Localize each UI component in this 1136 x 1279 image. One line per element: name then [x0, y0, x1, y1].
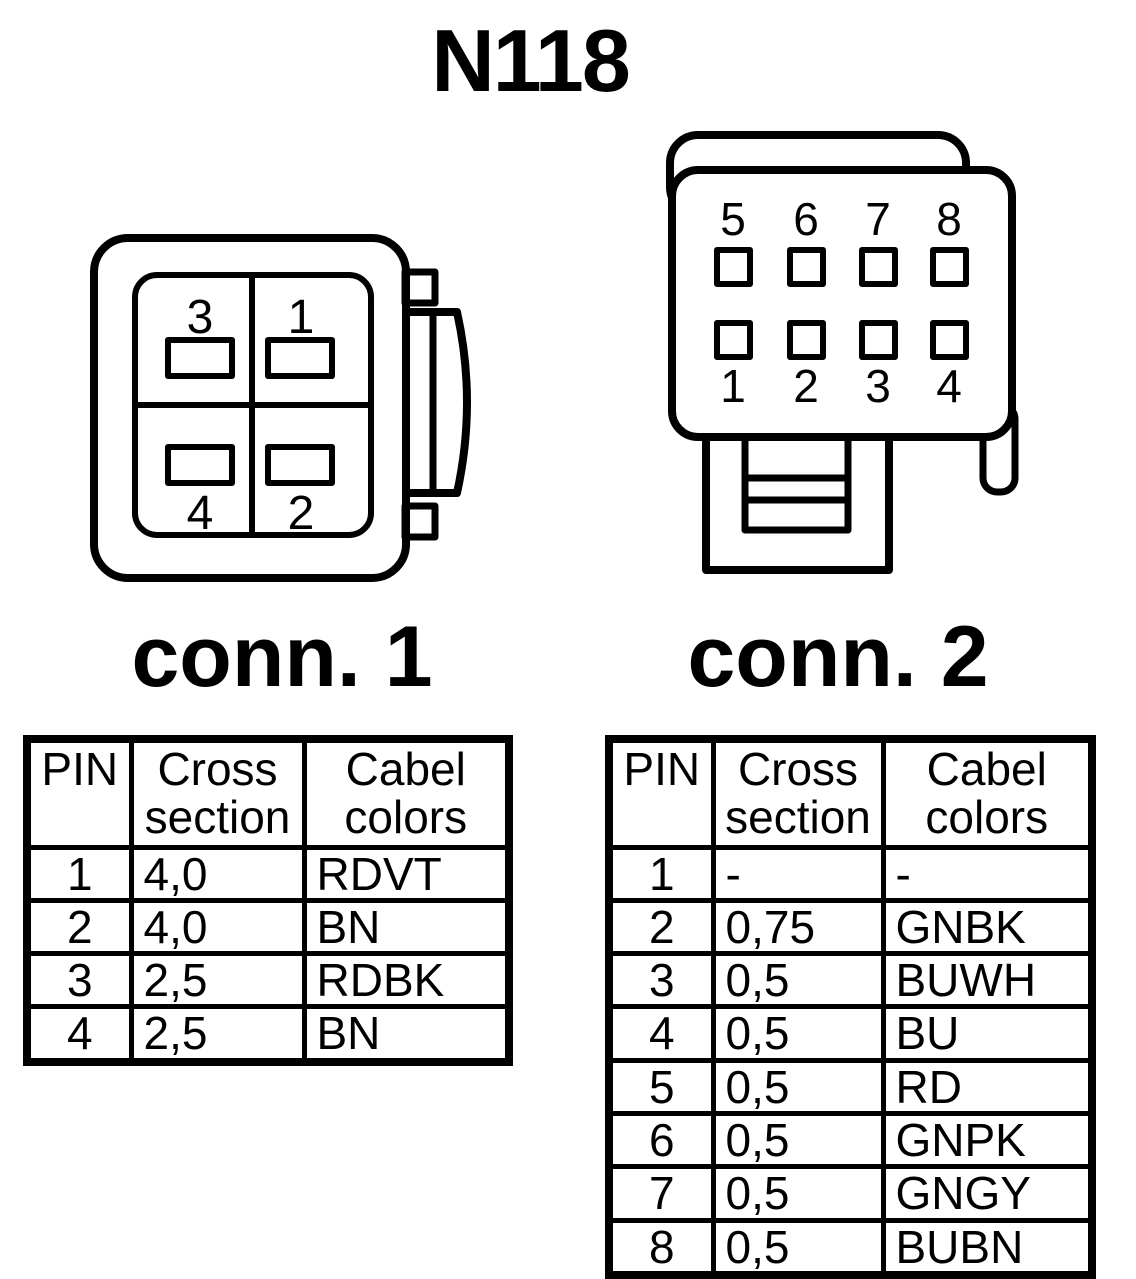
connector2-label: conn. 2	[687, 609, 989, 705]
connector2-diagram: 5 6 7 8 1 2 3 4	[666, 131, 1019, 574]
connector2-pin-number: 4	[936, 360, 962, 412]
connector2-pin-number: 5	[720, 193, 746, 245]
cross-section-cell: 0,5	[710, 1057, 886, 1116]
pin-cell: 1	[606, 844, 716, 903]
connector1-label: conn. 1	[131, 609, 433, 705]
table-row: 8 0,5 BUBN	[606, 1217, 1095, 1278]
table-row: 2 0,75 GNBK	[606, 897, 1095, 957]
cable-color-cell: BN	[301, 897, 512, 957]
table-row: 3 2,5 RDBK	[24, 951, 512, 1010]
cable-color-cell: GNGY	[880, 1164, 1095, 1223]
connector2-pin-slot-4	[930, 320, 969, 360]
connector1-pin-slot-4	[165, 444, 235, 486]
pin-cell: 2	[24, 897, 134, 957]
cross-section-cell: 0,5	[710, 1217, 886, 1278]
connector1-diagram: 3 1 4 2	[90, 234, 471, 582]
cable-color-cell: RD	[880, 1057, 1095, 1116]
connector2-pin-slot-8	[930, 247, 969, 287]
pin-cell: 3	[606, 951, 716, 1010]
cable-color-cell: RDVT	[301, 844, 512, 903]
pin-cell: 2	[606, 897, 716, 957]
cross-section-cell: 0,5	[710, 951, 886, 1010]
connector1-pin-number: 3	[187, 291, 214, 344]
connector2-pin-slot-1	[714, 320, 753, 360]
table-row: 5 0,5 RD	[606, 1057, 1095, 1116]
cross-section-cell: -	[710, 844, 886, 903]
connector1-pin-slot-2	[265, 444, 335, 486]
cable-color-cell: GNPK	[880, 1110, 1095, 1170]
table-row: 1 4,0 RDVT	[24, 844, 512, 903]
connector2-pin-slot-5	[714, 247, 753, 287]
pin-cell: 4	[606, 1004, 716, 1063]
connector1-latch-bottom-tab	[401, 502, 439, 541]
pin-cell: 6	[606, 1110, 716, 1170]
column-header-cross: Cross section	[710, 736, 886, 850]
cable-color-cell: BU	[880, 1004, 1095, 1063]
connector2-pin-number: 2	[793, 360, 819, 412]
connector2-pin-slot-6	[787, 247, 826, 287]
connector1-pin-number: 1	[288, 291, 315, 344]
table-row: 4 0,5 BU	[606, 1004, 1095, 1063]
connector2-pin-slot-3	[859, 320, 898, 360]
table-row: 2 4,0 BN	[24, 897, 512, 957]
pin-cell: 1	[24, 844, 134, 903]
pin-cell: 3	[24, 951, 134, 1010]
column-header-cross: Cross section	[128, 736, 307, 850]
connector1-latch-top-tab	[401, 268, 439, 307]
table-row: 3 0,5 BUWH	[606, 951, 1095, 1010]
cross-section-cell: 0,5	[710, 1004, 886, 1063]
connector1-latch-lever	[408, 308, 471, 497]
cross-section-cell: 4,0	[128, 897, 307, 957]
cable-color-cell: -	[880, 844, 1095, 903]
connector2-pin-slot-2	[787, 320, 826, 360]
connector1-pin-number: 2	[288, 487, 315, 540]
table-header-row: PIN Cross section Cabel colors	[606, 736, 1095, 850]
cross-section-cell: 0,5	[710, 1110, 886, 1170]
connector2-pin-number: 3	[865, 360, 891, 412]
cable-color-cell: BUWH	[880, 951, 1095, 1010]
table-row: 6 0,5 GNPK	[606, 1110, 1095, 1170]
cable-color-cell: BUBN	[880, 1217, 1095, 1278]
page-title: N118	[431, 11, 631, 110]
pin-cell: 4	[24, 1004, 134, 1065]
cross-section-cell: 4,0	[128, 844, 307, 903]
pin-cell: 7	[606, 1164, 716, 1223]
cable-color-cell: RDBK	[301, 951, 512, 1010]
column-header-pin: PIN	[24, 736, 134, 850]
connector2-pin-number: 8	[936, 193, 962, 245]
connector2-pin-number: 7	[865, 193, 891, 245]
cross-section-cell: 2,5	[128, 951, 307, 1010]
column-header-cabel: Cabel colors	[301, 736, 512, 850]
cross-section-cell: 2,5	[128, 1004, 307, 1065]
column-header-pin: PIN	[606, 736, 716, 850]
connector2-pin-slot-7	[859, 247, 898, 287]
table-row: 7 0,5 GNGY	[606, 1164, 1095, 1223]
table-row: 4 2,5 BN	[24, 1004, 512, 1065]
pin-cell: 5	[606, 1057, 716, 1116]
cross-section-cell: 0,5	[710, 1164, 886, 1223]
connector2-pin-number: 6	[793, 193, 819, 245]
pin-cell: 8	[606, 1217, 716, 1278]
cross-section-cell: 0,75	[710, 897, 886, 957]
cable-color-cell: GNBK	[880, 897, 1095, 957]
connector1-outer-shell	[90, 234, 410, 582]
connector2-pin-table: PIN Cross section Cabel colors 1 - - 2 0…	[605, 735, 1096, 1279]
connector1-pin-table: PIN Cross section Cabel colors 1 4,0 RDV…	[23, 735, 513, 1066]
connector1-pin-number: 4	[187, 487, 214, 540]
connector2-pin-number: 1	[720, 360, 746, 412]
cable-color-cell: BN	[301, 1004, 512, 1065]
connector2-latch-tab	[741, 433, 852, 534]
connector1-pin-slot-1	[265, 337, 335, 379]
table-header-row: PIN Cross section Cabel colors	[24, 736, 512, 850]
column-header-cabel: Cabel colors	[880, 736, 1095, 850]
table-row: 1 - -	[606, 844, 1095, 903]
connector1-pin-slot-3	[165, 337, 235, 379]
